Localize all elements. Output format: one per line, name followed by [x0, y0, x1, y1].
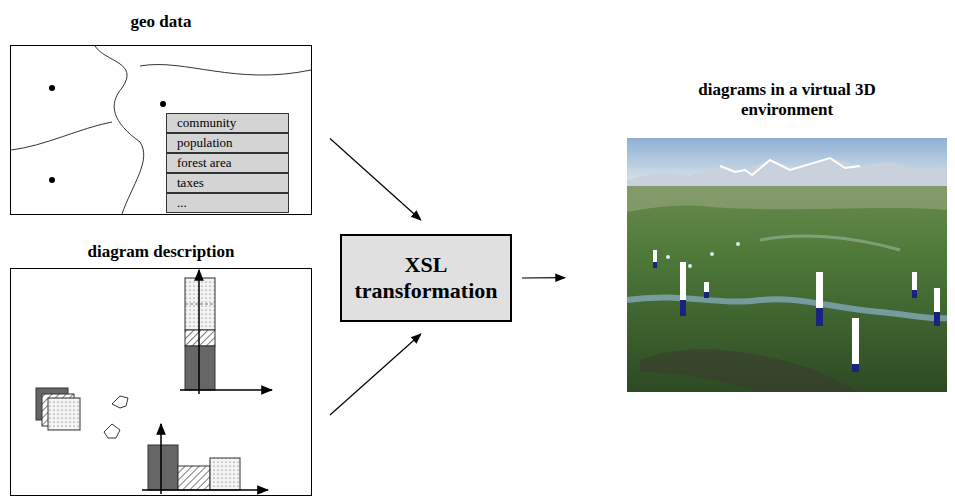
node-label: XSL transformation — [348, 252, 504, 304]
bar-upper — [852, 318, 859, 364]
process-box: XSL transformation — [340, 234, 512, 322]
panel-heading: geo data — [131, 12, 192, 32]
description-panel: diagram description — [10, 268, 312, 496]
scene-frame: diagrams in a virtual 3D environment — [627, 138, 947, 392]
data-panel: geo datacommunitypopulationforest areata… — [10, 45, 312, 215]
bar-upper — [934, 288, 940, 312]
node-label: community — [177, 114, 288, 132]
site-marker — [688, 264, 692, 268]
site-marker — [710, 252, 714, 256]
attribute-row: population — [166, 133, 289, 153]
bar-lower — [653, 262, 657, 268]
bar — [148, 445, 178, 490]
bar-lower — [852, 364, 859, 372]
bar-upper — [680, 262, 686, 300]
stacked-square — [48, 398, 80, 430]
bar — [178, 466, 210, 490]
attribute-row: forest area — [166, 153, 289, 173]
flow-arrow — [522, 277, 565, 278]
attribute-row: taxes — [166, 173, 289, 193]
node-label: forest area — [177, 154, 288, 172]
connector-group — [330, 139, 565, 416]
node-label: taxes — [177, 174, 288, 192]
site-marker — [666, 255, 670, 259]
flow-arrow — [330, 139, 421, 221]
chart-axis — [180, 389, 272, 391]
bar-upper — [704, 282, 709, 292]
chart-axis — [142, 489, 268, 491]
location-dot — [49, 177, 55, 183]
bar-upper — [912, 272, 917, 290]
segment-divider — [185, 304, 215, 305]
location-dot — [160, 101, 166, 107]
terrain — [627, 138, 947, 392]
node-label: ... — [177, 194, 288, 212]
chart-axis — [160, 424, 162, 494]
pointer-icon — [104, 424, 120, 438]
region-boundary — [11, 122, 112, 150]
flow-arrow — [330, 334, 421, 415]
attribute-row: ... — [166, 193, 289, 213]
stack-segment — [185, 346, 215, 390]
panel-heading: diagrams in a virtual 3D environment — [667, 80, 907, 120]
bar-lower — [934, 312, 940, 326]
snow-ridge — [720, 158, 860, 175]
distant-valley — [627, 186, 947, 212]
river — [627, 297, 947, 318]
bar-lower — [816, 308, 823, 326]
bar — [210, 458, 240, 490]
lake — [760, 236, 900, 250]
bar-lower — [704, 292, 709, 298]
panel-heading: diagram description — [88, 242, 235, 262]
site-marker — [736, 242, 740, 246]
mountain-range — [627, 158, 947, 186]
bar-lower — [912, 290, 917, 298]
chart-axis — [198, 270, 200, 394]
attribute-row: community — [166, 113, 289, 133]
node-label: population — [177, 134, 288, 152]
stack-segment — [185, 278, 215, 330]
region-boundary — [95, 46, 144, 214]
region-boundary — [140, 65, 311, 76]
shadow-hill — [640, 349, 860, 392]
bar-lower — [680, 300, 686, 316]
stack-segment — [185, 330, 215, 346]
bar-upper — [816, 272, 823, 308]
pointer-icon — [112, 396, 128, 408]
location-dot — [49, 85, 55, 91]
bar-upper — [653, 250, 657, 262]
